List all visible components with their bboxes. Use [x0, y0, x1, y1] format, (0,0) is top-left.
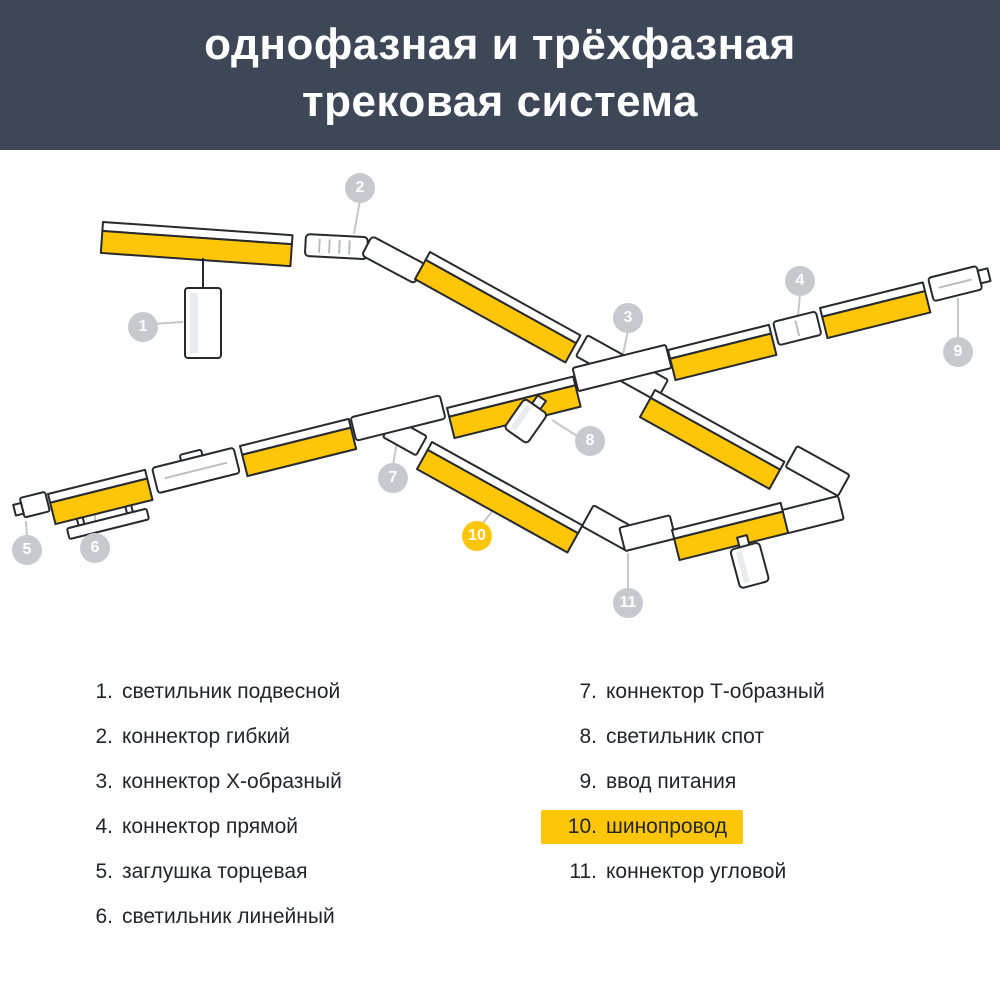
- corner-connector-2: [781, 446, 850, 535]
- legend-item-label: ввод питания: [606, 769, 737, 793]
- badge-11: 11: [613, 588, 643, 619]
- badge-8: 8: [575, 426, 605, 457]
- legend-item-number: 5.: [95, 859, 113, 883]
- linear-light: [47, 469, 154, 541]
- leader-lines: [25, 200, 959, 591]
- badge-4: 4: [785, 266, 815, 297]
- diagram: 1 2 3 4 5 6 7 8 9 10 11: [0, 150, 1000, 655]
- badge-10: 10: [462, 521, 492, 552]
- page-title-line2: трековая система: [302, 77, 698, 127]
- legend-item-label: коннектор гибкий: [122, 724, 291, 748]
- legend-item-7: 7. коннектор Т-образный: [555, 669, 841, 714]
- badge-2: 2: [345, 173, 375, 204]
- legend-item-label: светильник спот: [606, 724, 765, 748]
- legend-item-number: 3.: [95, 769, 113, 793]
- end-cap: [12, 491, 51, 519]
- legend-item-label: заглушка торцевая: [122, 859, 308, 883]
- legend-item-11: 11. коннектор угловой: [555, 849, 841, 894]
- legend-item-6: 6. светильник линейный: [85, 894, 555, 939]
- spot-light-2: [729, 534, 770, 590]
- header: однофазная и трёхфазная трековая система: [0, 0, 1000, 151]
- straight-connector-2: [151, 447, 241, 494]
- legend-item-label: светильник линейный: [122, 904, 335, 928]
- page-title-line1: однофазная и трёхфазная: [204, 20, 796, 69]
- badge-5: 5: [12, 535, 42, 566]
- pendant-light: [184, 258, 222, 360]
- legend-column-left: 1. светильник подвесной 2. коннектор гибки…: [85, 669, 555, 939]
- legend: 1. светильник подвесной 2. коннектор гибки…: [0, 655, 1000, 939]
- legend-item-number: 9.: [579, 769, 597, 793]
- legend-item-number: 10.: [567, 814, 597, 838]
- track-system-illustration: [12, 200, 992, 591]
- corner-connector: [581, 505, 677, 553]
- legend-item-label: коннектор прямой: [122, 814, 299, 838]
- track-segment-top-left: [99, 221, 294, 268]
- legend-item-3: 3. коннектор Х-образный: [85, 759, 555, 804]
- badge-1: 1: [128, 312, 158, 343]
- track-segment-right-2: [819, 281, 932, 340]
- legend-item-1: 1. светильник подвесной: [85, 669, 555, 714]
- track-segment-down-right: [638, 389, 786, 491]
- track-segment-10: [415, 441, 584, 554]
- legend-item-4: 4. коннектор прямой: [85, 804, 555, 849]
- track-segment-bottom-right: [671, 502, 790, 562]
- straight-connector: [772, 311, 822, 347]
- badge-3: 3: [613, 303, 643, 334]
- track-segment-upper-arm: [413, 251, 582, 364]
- legend-item-number: 7.: [579, 679, 597, 703]
- badge-9: 9: [943, 337, 973, 368]
- legend-item-number: 6.: [95, 904, 113, 928]
- legend-item-8: 8. светильник спот: [555, 714, 841, 759]
- legend-item-label: коннектор Х-образный: [122, 769, 342, 793]
- legend-item-label: коннектор Т-образный: [606, 679, 825, 703]
- legend-item-number: 4.: [95, 814, 113, 838]
- t-connector: [350, 395, 446, 457]
- legend-item-10-highlighted: 10. шинопровод: [541, 804, 841, 849]
- legend-item-label: светильник подвесной: [122, 679, 341, 703]
- legend-item-number: 2.: [95, 724, 113, 748]
- legend-item-label: шинопровод: [606, 814, 727, 838]
- x-connector: [571, 335, 673, 402]
- legend-item-label: коннектор угловой: [606, 859, 787, 883]
- legend-item-9: 9. ввод питания: [555, 759, 841, 804]
- legend-item-number: 1.: [95, 679, 113, 703]
- legend-item-5: 5. заглушка торцевая: [85, 849, 555, 894]
- power-input: [927, 265, 992, 303]
- badge-7: 7: [378, 463, 408, 494]
- page-title: однофазная и трёхфазная трековая система: [0, 16, 1000, 130]
- badge-6: 6: [80, 533, 110, 564]
- legend-item-number: 11.: [569, 859, 597, 883]
- spot-light: [504, 394, 548, 444]
- track-segment-right-1: [667, 324, 778, 382]
- legend-column-right: 7. коннектор Т-образный 8. светильник спот…: [541, 669, 841, 939]
- legend-item-2: 2. коннектор гибкий: [85, 714, 555, 759]
- flexible-connector: [304, 233, 425, 284]
- legend-item-number: 8.: [579, 724, 597, 748]
- track-segment-left: [239, 418, 358, 478]
